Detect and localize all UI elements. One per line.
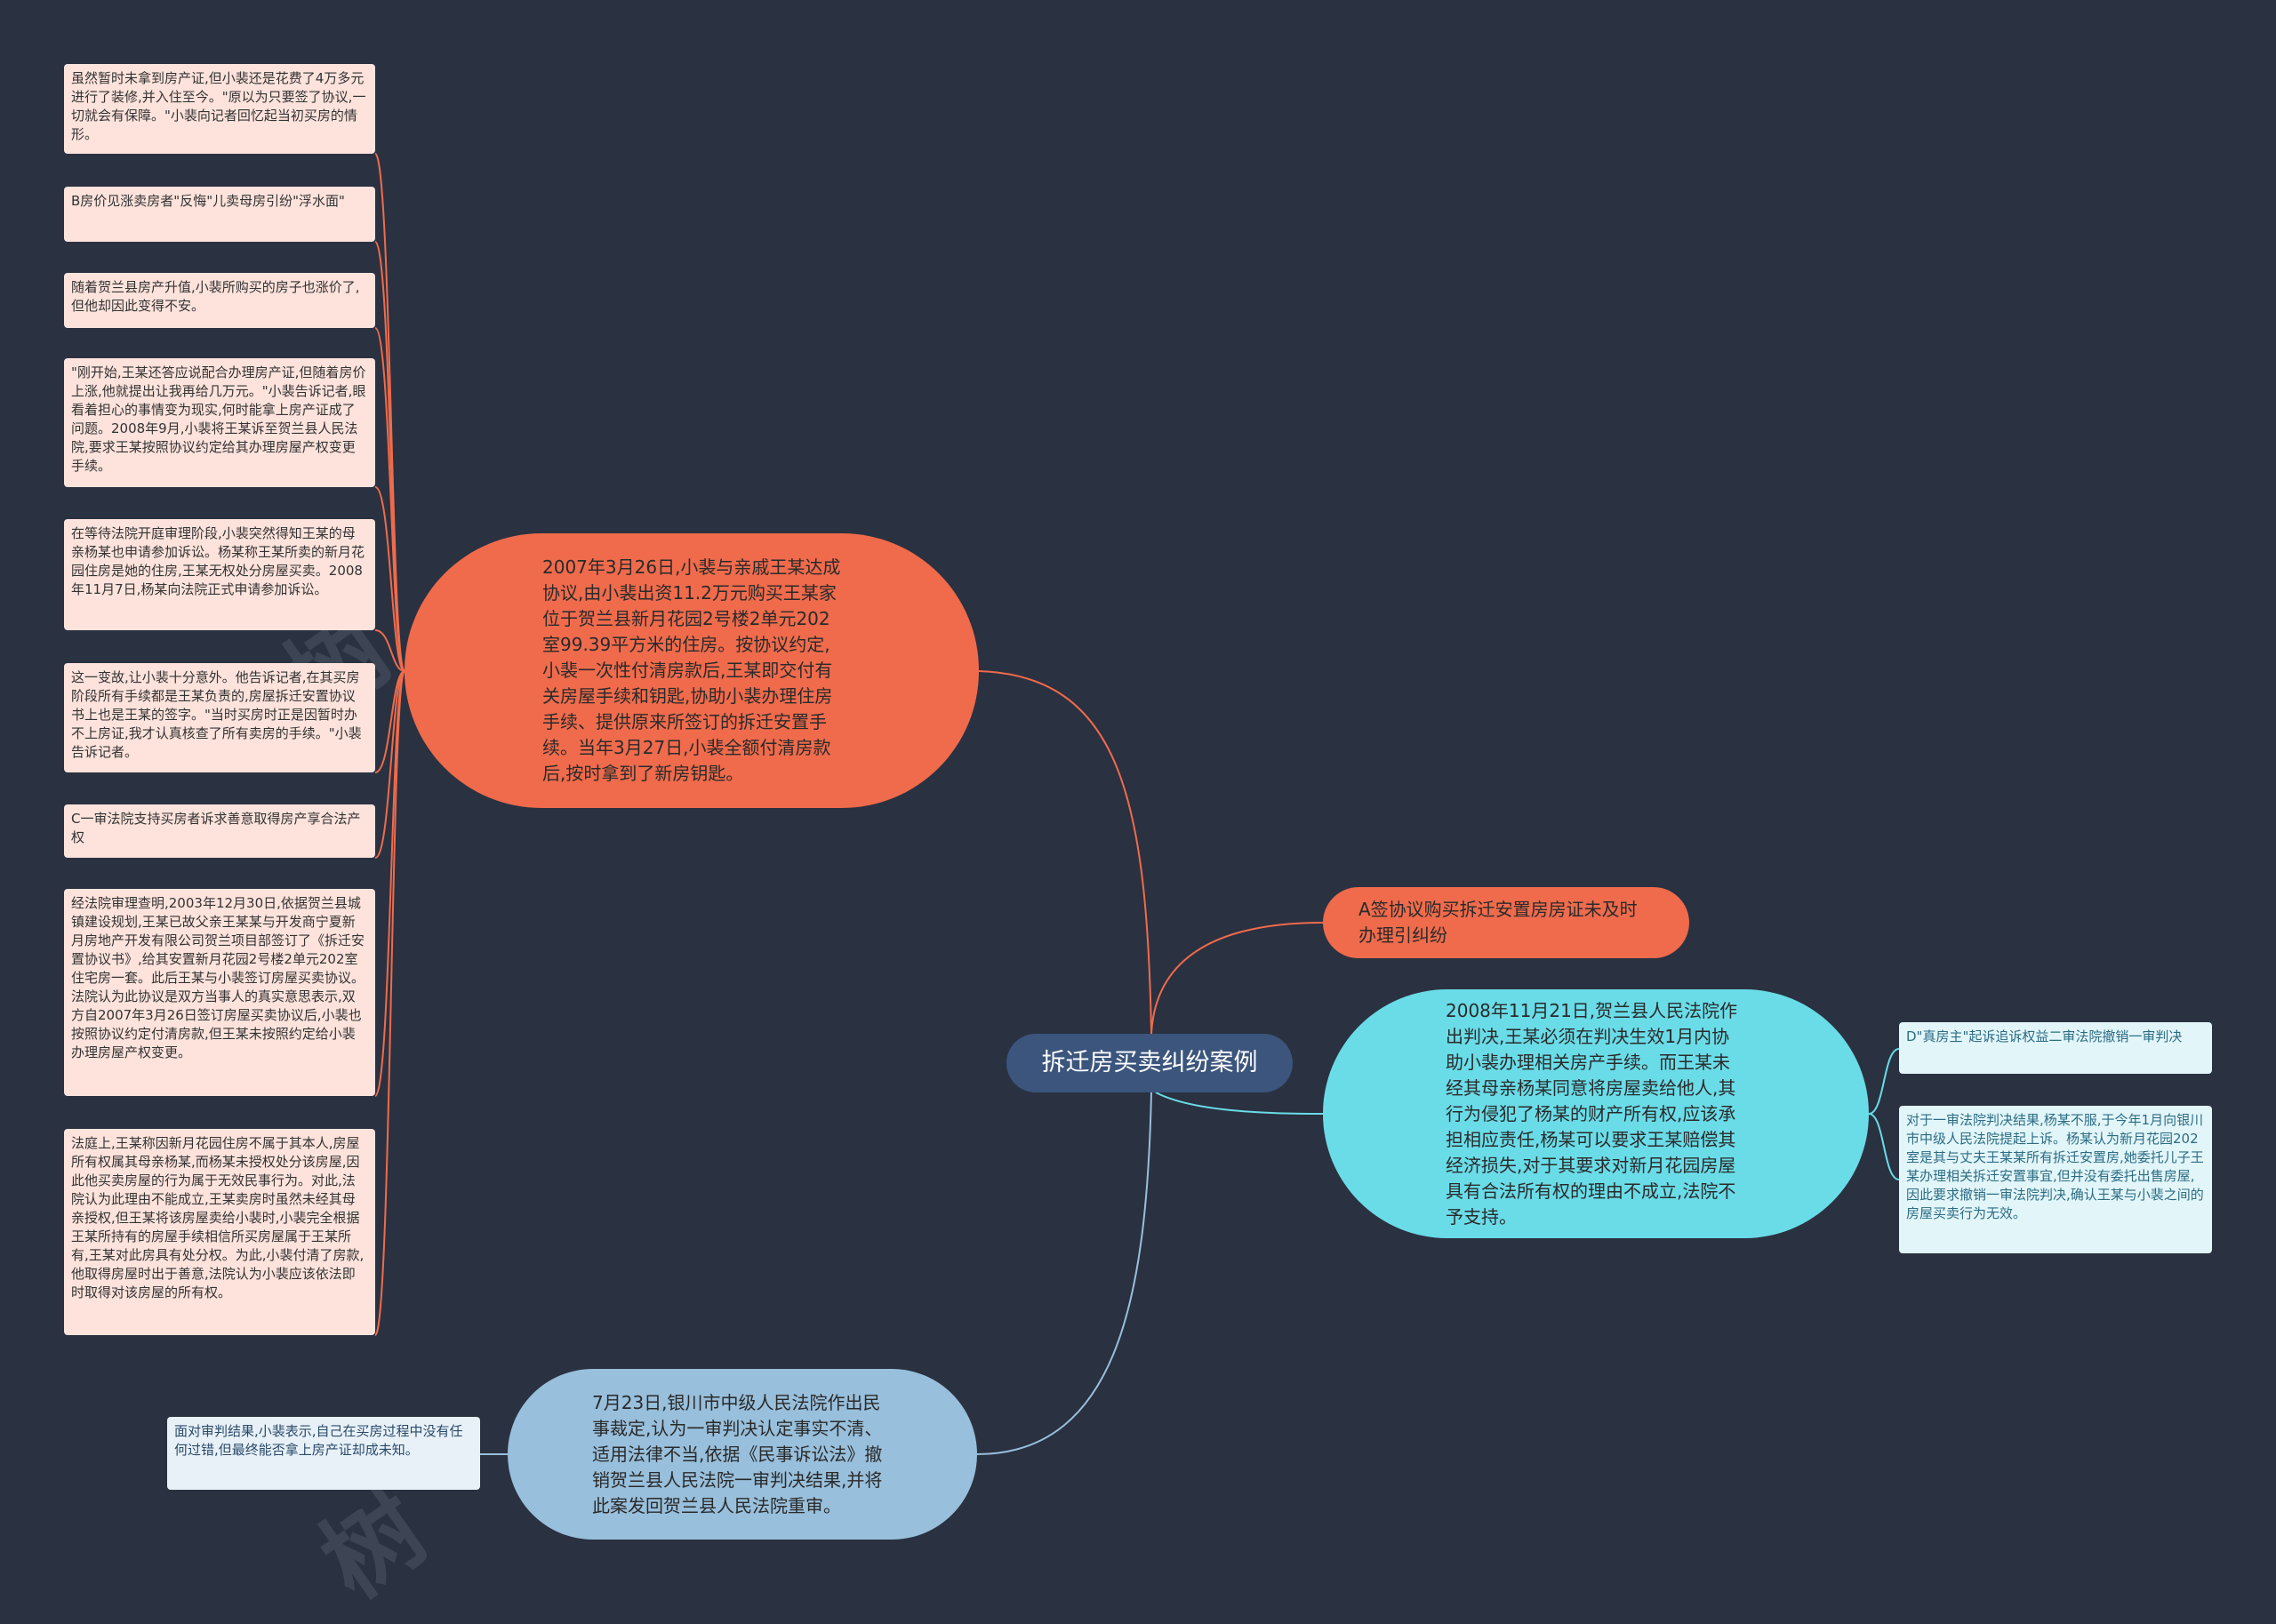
leaf-surprise[interactable]: 这一变故,让小裴十分意外。他告诉记者,在其买房阶段所有手续都是王某负责的,房屋拆… — [64, 663, 375, 772]
root-topic[interactable]: 拆迁房买卖纠纷案例 — [1006, 1034, 1293, 1092]
links-b1-leaves — [374, 153, 405, 1336]
leaf-appeal[interactable]: 对于一审法院判决结果,杨某不服,于今年1月向银川市中级人民法院提起上诉。杨某认为… — [1899, 1106, 2212, 1253]
link-root-b2 — [1150, 922, 1324, 1035]
leaf-lawsuit[interactable]: "刚开始,王某还答应说配合办理房产证,但随着房价上涨,他就提出让我再给几万元。"… — [64, 358, 375, 487]
leaf-text: 面对审判结果,小裴表示,自己在买房过程中没有任何过错,但最终能否拿上房产证却成未… — [174, 1423, 463, 1458]
leaf-text: 在等待法院开庭审理阶段,小裴突然得知王某的母亲杨某也申请参加诉讼。杨某称王某所卖… — [71, 525, 365, 597]
branch-purchase-agreement[interactable]: 2007年3月26日,小裴与亲戚王某达成协议,由小裴出资11.2万元购买王某家位… — [405, 533, 979, 808]
leaf-text: 这一变故,让小裴十分意外。他告诉记者,在其买房阶段所有手续都是王某负责的,房屋拆… — [71, 669, 362, 760]
leaf-buyer-reaction[interactable]: 面对审判结果,小裴表示,自己在买房过程中没有任何过错,但最终能否拿上房产证却成未… — [167, 1417, 480, 1490]
leaf-renovation[interactable]: 虽然暂时未拿到房产证,但小裴还是花费了4万多元进行了装修,并入住至今。"原以为只… — [64, 64, 375, 154]
leaf-text: 法庭上,王某称因新月花园住房不属于其本人,房屋所有权属其母亲杨某,而杨某未授权处… — [71, 1135, 365, 1300]
branch-section-a[interactable]: A签协议购买拆迁安置房房证未及时办理引纠纷 — [1323, 887, 1689, 958]
leaf-section-d[interactable]: D"真房主"起诉追诉权益二审法院撤销一审判决 — [1899, 1022, 2212, 1074]
leaf-text: 对于一审法院判决结果,杨某不服,于今年1月向银川市中级人民法院提起上诉。杨某认为… — [1906, 1112, 2204, 1221]
leaf-mother-joins[interactable]: 在等待法院开庭审理阶段,小裴突然得知王某的母亲杨某也申请参加诉讼。杨某称王某所卖… — [64, 519, 375, 630]
leaf-text: 虽然暂时未拿到房产证,但小裴还是花费了4万多元进行了装修,并入住至今。"原以为只… — [71, 70, 366, 142]
leaf-court-finding[interactable]: 经法院审理查明,2003年12月30日,依据贺兰县城镇建设规划,王某已故父亲王某… — [64, 889, 375, 1096]
leaf-text: C一审法院支持买房者诉求善意取得房产享合法产权 — [71, 811, 361, 845]
leaf-text: 随着贺兰县房产升值,小裴所购买的房子也涨价了,但他却因此变得不安。 — [71, 279, 360, 314]
leaf-text: "刚开始,王某还答应说配合办理房产证,但随着房价上涨,他就提出让我再给几万元。"… — [71, 364, 366, 474]
branch-text: 2008年11月21日,贺兰县人民法院作出判决,王某必须在判决生效1月内协助小裴… — [1446, 999, 1738, 1228]
branch-text: 2007年3月26日,小裴与亲戚王某达成协议,由小裴出资11.2万元购买王某家位… — [542, 556, 841, 784]
links-b3-leaves — [1868, 1048, 1900, 1180]
leaf-court-reasoning[interactable]: 法庭上,王某称因新月花园住房不属于其本人,房屋所有权属其母亲杨某,而杨某未授权处… — [64, 1129, 375, 1335]
leaf-section-b[interactable]: B房价见涨卖房者"反悔"儿卖母房引纷"浮水面" — [64, 187, 375, 242]
leaf-section-c[interactable]: C一审法院支持买房者诉求善意取得房产享合法产权 — [64, 804, 375, 858]
leaf-text: 经法院审理查明,2003年12月30日,依据贺兰县城镇建设规划,王某已故父亲王某… — [71, 895, 365, 1060]
leaf-price-rise[interactable]: 随着贺兰县房产升值,小裴所购买的房子也涨价了,但他却因此变得不安。 — [64, 273, 375, 328]
link-root-b3 — [1155, 1092, 1324, 1115]
branch-text: A签协议购买拆迁安置房房证未及时办理引纠纷 — [1358, 899, 1638, 946]
leaf-text: D"真房主"起诉追诉权益二审法院撤销一审判决 — [1906, 1028, 2183, 1044]
branch-second-instance-ruling[interactable]: 7月23日,银川市中级人民法院作出民事裁定,认为一审判决认定事实不清、适用法律不… — [508, 1369, 977, 1540]
link-root-b4 — [976, 1092, 1152, 1455]
branch-text: 7月23日,银川市中级人民法院作出民事裁定,认为一审判决认定事实不清、适用法律不… — [592, 1391, 883, 1516]
branch-first-instance-ruling[interactable]: 2008年11月21日,贺兰县人民法院作出判决,王某必须在判决生效1月内协助小裴… — [1323, 989, 1869, 1238]
link-root-b1 — [978, 670, 1152, 1035]
leaf-text: B房价见涨卖房者"反悔"儿卖母房引纷"浮水面" — [71, 193, 345, 209]
